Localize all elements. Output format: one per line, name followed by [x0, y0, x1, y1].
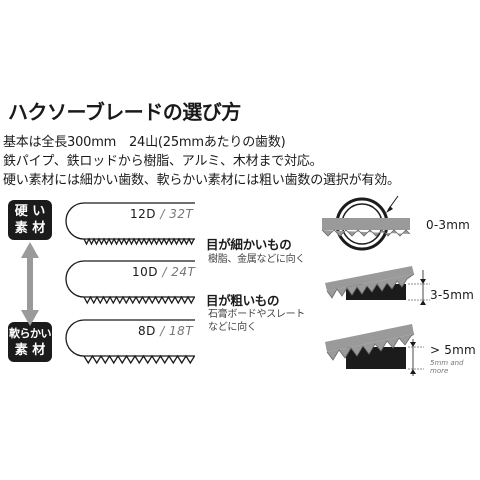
intro-line-1: 基本は全長300mm 24山(25mmあたりの歯数)	[3, 135, 286, 150]
pipe-cut-icon	[321, 195, 411, 251]
blade-label-2: 10D / 24T	[132, 265, 196, 279]
intro-line-2: 鉄パイプ、鉄ロッドから樹脂、アルミ、木材まで対応。	[3, 154, 323, 169]
thickness-0-3mm: 0-3mm	[426, 218, 470, 232]
page-title: ハクソーブレードの選び方	[8, 100, 241, 124]
thickness-over-5mm: > 5mm	[430, 343, 476, 357]
fine-teeth-heading: 目が細かいもの	[206, 237, 292, 252]
intro-line-3: 硬い素材には細かい歯数、軟らかい素材には粗い歯数の選択が有効。	[3, 173, 400, 188]
blade-label-1: 12D / 32T	[130, 207, 194, 221]
thick-cut-icon	[325, 324, 424, 376]
blade-label-3: 8D / 18T	[138, 324, 194, 338]
fine-teeth-note: 樹脂、金属などに向く	[208, 254, 305, 265]
coarse-teeth-heading: 目が粗いもの	[206, 293, 280, 308]
soft-material-label: 軟らかい 素 材	[8, 322, 52, 362]
thickness-3-5mm: 3-5mm	[430, 288, 474, 302]
coarse-teeth-note: 石膏ボードやスレート などに向く	[208, 309, 305, 333]
mid-thickness-cut-icon	[325, 266, 430, 305]
thickness-over-5mm-note: 5mm and more	[430, 359, 464, 375]
hardness-arrow-icon	[21, 242, 39, 326]
hard-material-label: 硬 い 素 材	[8, 200, 52, 240]
intro-text: 基本は全長300mm 24山(25mmあたりの歯数) 鉄パイプ、鉄ロッドから樹脂…	[3, 133, 400, 190]
